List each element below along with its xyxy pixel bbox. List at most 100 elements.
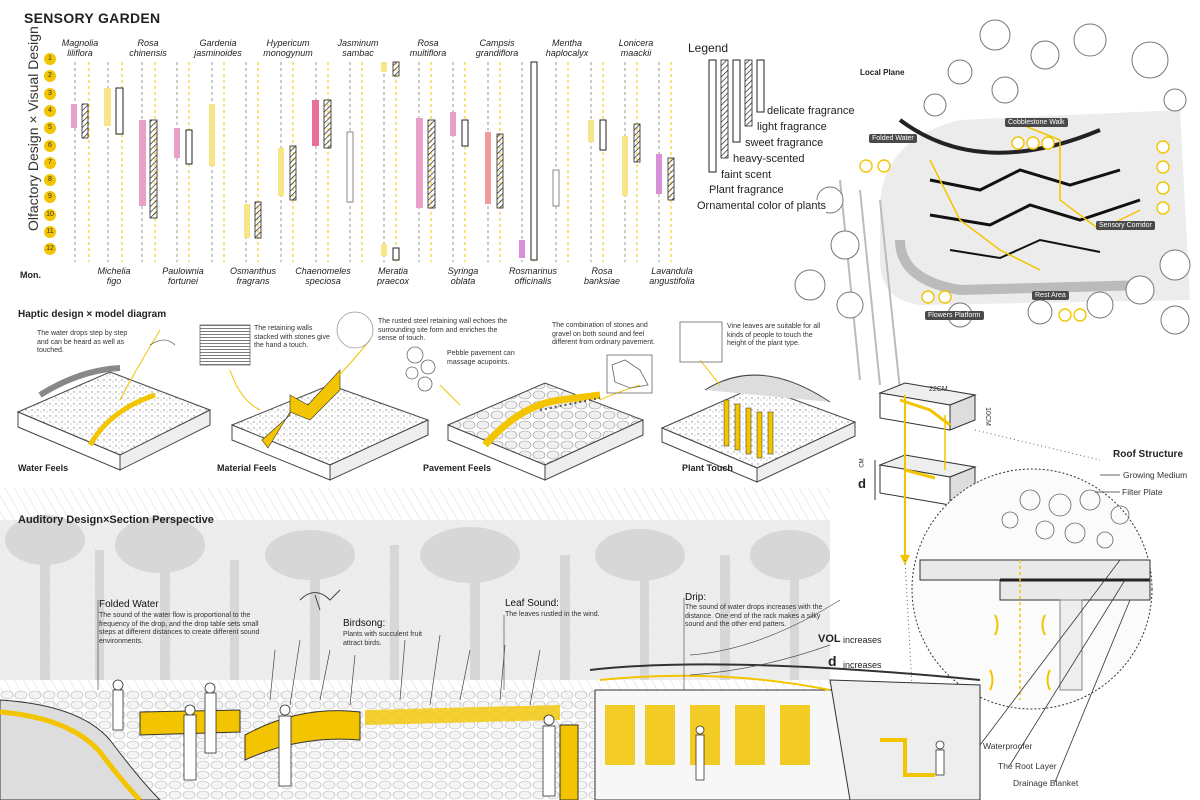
plant-genus: Rosa [417, 38, 439, 48]
legend-swatches [708, 59, 765, 173]
legend-item: heavy-scented [733, 153, 805, 166]
page-title: SENSORY GARDEN [24, 10, 161, 26]
plant-species: grandiflora [475, 48, 519, 58]
map-sense-icons [859, 136, 1170, 322]
tag-sensory-corridor: Sensory Corridor [1096, 221, 1155, 230]
roof-label-waterproofer: Waterproofer [983, 741, 1033, 751]
plant-species: praecox [376, 276, 410, 286]
tag-rest-area: Rest Area [1032, 291, 1069, 300]
auditory-plants [269, 634, 541, 706]
plant-species: fortunei [167, 276, 199, 286]
birdsong-title: Birdsong: [343, 618, 386, 629]
month-marker: 3 [44, 87, 56, 100]
plant-species: angustifolia [649, 276, 695, 286]
roof-label-filter-plate: Filter Plate [1122, 487, 1163, 497]
drip-title: Drip: [685, 592, 707, 603]
tag-folded-water: Folded Water [869, 134, 917, 143]
olfactory-bars [71, 61, 675, 261]
roof-label-growing-medium: Growing Medium [1123, 470, 1188, 480]
roof-dim-d: d [858, 476, 866, 491]
plant-genus: Jasminum [337, 38, 379, 48]
drip-text: The sound of water drops increases with … [685, 604, 823, 628]
plant-genus: Magnolia [61, 38, 99, 48]
haptic-note-pebble: Pebble pavement can massage acupoints. [447, 350, 515, 366]
folded-water-text: The sound of the water flow is proportio… [99, 612, 260, 645]
plant-genus: Rosmarinus [508, 266, 557, 276]
legend-title: Legend [688, 41, 729, 55]
month-marker: 1 [44, 53, 56, 65]
plant-genus: Gardenia [199, 38, 237, 48]
local-plane-map [839, 110, 1190, 391]
roof-label-root-layer: The Root Layer [998, 761, 1057, 771]
roof-section-circle [904, 429, 1153, 741]
roof-label-drainage-blanket: Drainage Blanket [1013, 778, 1079, 788]
month-marker: 2 [44, 70, 56, 83]
vol-increases: increases [843, 635, 882, 645]
d-label: d [828, 653, 837, 669]
plant-species: jasminoides [194, 48, 242, 58]
caption-material-feels: Material Feels [217, 463, 277, 473]
plant-species: liliflora [67, 48, 93, 58]
haptic-models [16, 329, 857, 483]
roof-dim-top: 22CM [929, 386, 948, 393]
haptic-note-retaining: The retaining walls stacked with stones … [254, 325, 330, 349]
roof-structure-title: Roof Structure [1113, 449, 1183, 460]
plant-genus: Syringa [447, 266, 479, 276]
legend-item: delicate fragrance [767, 105, 855, 118]
month-marker: 8 [44, 174, 56, 187]
roof-dim-cm: CM [859, 458, 866, 468]
plant-species: fragrans [236, 276, 270, 286]
roof-exploded-boxes [874, 382, 977, 565]
plant-genus: Paulownia [162, 266, 204, 276]
month-marker: 4 [44, 104, 56, 117]
plant-genus: Mentha [551, 38, 583, 48]
plant-species: sambac [342, 48, 374, 58]
map-trees [794, 19, 1191, 335]
local-plane-title: Local Plane [860, 68, 905, 77]
tag-cobblestone-walk: Cobblestone Walk [1005, 118, 1068, 127]
auditory-trees [5, 515, 830, 680]
plant-genus: Osmanthus [229, 266, 277, 276]
plant-genus: Lonicera [618, 38, 654, 48]
roof-leader-lines [979, 474, 1150, 783]
plant-species: haplocalyx [545, 48, 589, 58]
month-marker: 11 [44, 226, 56, 238]
auditory-heading: Auditory Design×Section Perspective [18, 514, 214, 526]
month-marker: 7 [44, 156, 56, 169]
plant-genus: Campsis [479, 38, 515, 48]
bird-icon [299, 589, 341, 611]
leaf-sound-title: Leaf Sound: [505, 598, 559, 609]
caption-plant-touch: Plant Touch [682, 463, 733, 473]
haptic-note-rusted: The rusted steel retaining wall echoes t… [378, 318, 508, 342]
legend-item: Ornamental color of plants [697, 200, 827, 213]
month-marker: 10 [44, 208, 56, 221]
plant-genus: Hypericum [266, 38, 310, 48]
plant-species: oblata [450, 276, 476, 286]
plant-genus: Meratia [377, 266, 408, 276]
legend-item: sweet fragrance [745, 137, 824, 150]
roof-dim-side: 10CM [983, 407, 991, 426]
olfactory-gridlines [74, 62, 672, 262]
haptic-note-stones: The combination of stones and gravel on … [552, 322, 655, 346]
plant-species: speciosa [305, 276, 341, 286]
month-marker: 12 [44, 243, 56, 256]
legend-item: faint scent [721, 169, 772, 182]
plant-genus: Lavandula [651, 266, 693, 276]
vol-label: VOL [818, 633, 841, 645]
